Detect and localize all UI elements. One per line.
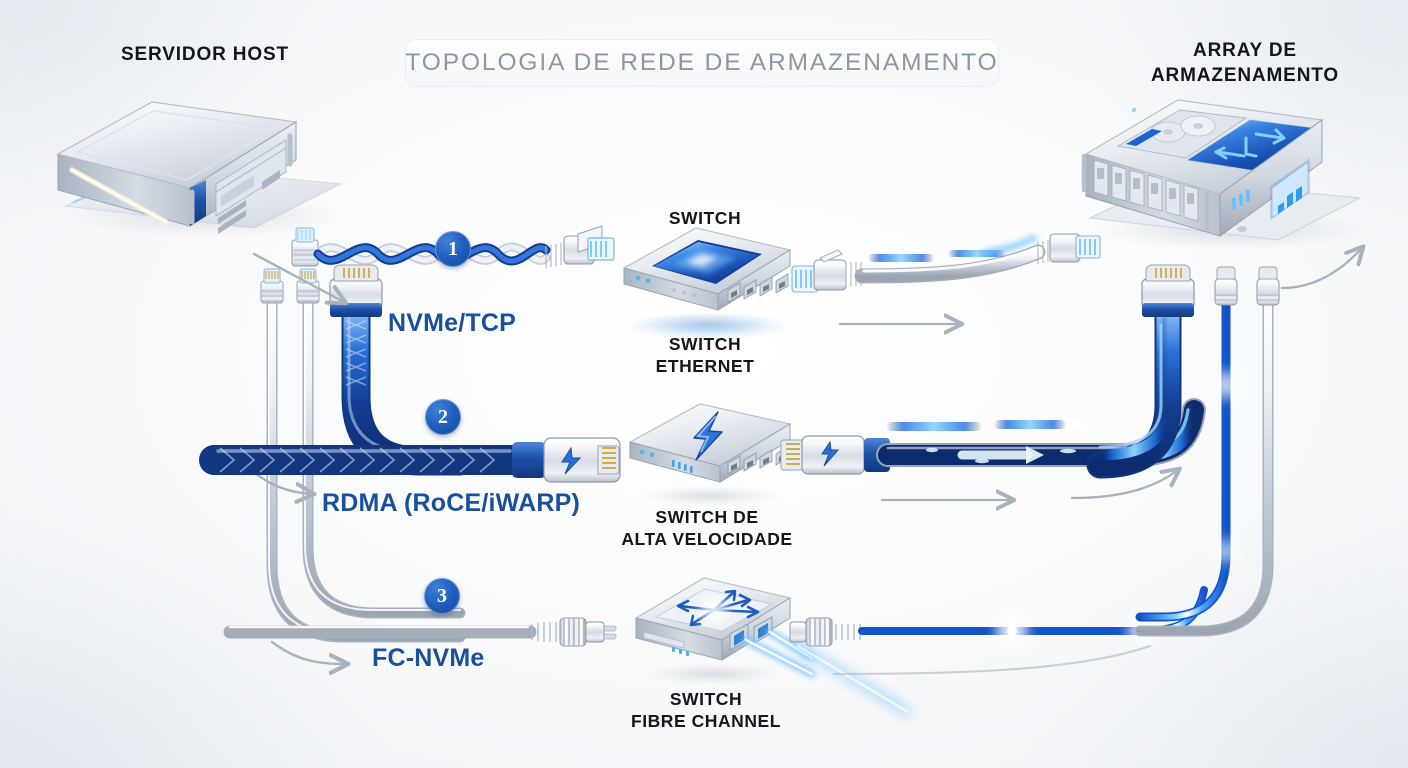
switch-label-3: SWITCH FIBRE CHANNEL: [630, 689, 782, 731]
braided-high-speed-cable: [199, 437, 621, 483]
fc-lc-connector-icon: [1214, 266, 1238, 306]
flow-arrow-row1-left: [252, 252, 368, 316]
protocol-label-1: NVMe/TCP: [388, 309, 517, 337]
array-label: ARRAY DE ARMAZENAMENTO: [1150, 40, 1340, 86]
rj45-connector-icon: [260, 268, 284, 304]
badge-1: 1: [435, 231, 471, 267]
row3-cable-to-array: [789, 586, 1208, 675]
row1-cable-to-array: [791, 233, 1101, 342]
high-speed-switch-icon: [628, 403, 792, 507]
page-title: TOPOLOGIA DE REDE DE ARMAZENAMENTO: [405, 49, 999, 76]
array-cable-bundle: [1086, 264, 1280, 637]
flow-arrow-row1-right: [1280, 238, 1388, 290]
title-panel: [406, 40, 998, 86]
storage-array-icon: [1081, 99, 1372, 250]
fc-lc-connector-icon: [531, 617, 617, 647]
host-label: SERVIDOR HOST: [120, 44, 289, 65]
flow-arrow-row3-left: [270, 640, 378, 686]
fibre-optic-cable: [223, 617, 617, 647]
ethernet-switch-icon: [622, 227, 792, 340]
switch-label-2: SWITCH DE ALTA VELOCIDADE: [621, 507, 793, 549]
protocol-label-2: RDMA (RoCE/iWARP): [322, 489, 581, 517]
lightning-connector-icon: [1141, 264, 1195, 317]
protocol-label-3: FC-NVMe: [372, 644, 485, 672]
fibre-channel-switch-icon: [634, 577, 816, 685]
fc-beam-trail: [794, 642, 912, 716]
server-icon: [56, 101, 348, 238]
badge-2: 2: [425, 399, 461, 435]
badge-3: 3: [424, 578, 460, 614]
switch-label-1: SWITCH ETHERNET: [655, 334, 755, 376]
switch-top-label: SWITCH: [668, 208, 742, 228]
